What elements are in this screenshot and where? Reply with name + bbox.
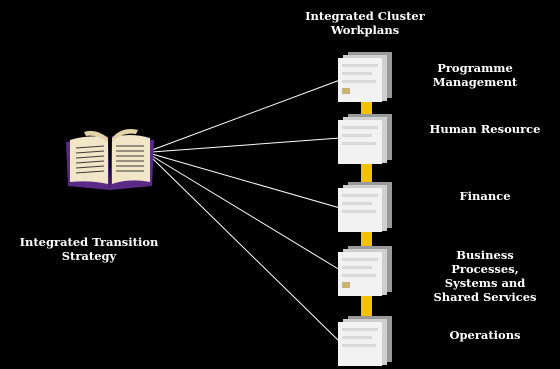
connector-line — [151, 157, 341, 343]
diagram-title-line: Workplans — [330, 23, 400, 37]
cluster-label-business-processes: Business Processes, Systems and Shared S… — [410, 248, 560, 304]
cluster-label-finance: Finance — [410, 189, 560, 203]
diagram-title-line: Integrated Cluster — [305, 9, 425, 23]
cluster-label-operations: Operations — [410, 328, 560, 342]
cluster-label-line: Business — [456, 248, 514, 262]
chain-connector — [361, 98, 372, 116]
document-stack-icon — [338, 246, 392, 296]
document-stack-icon — [338, 52, 392, 102]
chain-connector — [361, 162, 372, 182]
cluster-label-line: Systems and — [444, 276, 526, 290]
chain-connector — [361, 294, 372, 316]
cluster-label-line: Programme — [437, 61, 513, 75]
strategy-label-line: Integrated Transition — [19, 235, 159, 249]
cluster-label-line: Human Resource — [429, 122, 541, 136]
connector-line — [151, 79, 341, 151]
cluster-label-programme-management: Programme Management — [400, 61, 550, 89]
cluster-label-human-resource: Human Resource — [410, 122, 560, 136]
diagram-title: Integrated Cluster Workplans — [290, 9, 440, 37]
connector-line — [151, 153, 341, 209]
connector-line — [151, 137, 341, 153]
cluster-label-line: Operations — [449, 328, 521, 342]
connector-line — [151, 155, 341, 271]
strategy-label-line: Strategy — [61, 249, 117, 263]
open-book-icon — [66, 129, 154, 190]
cluster-label-line: Shared Services — [433, 290, 537, 304]
chain-connector — [361, 228, 372, 248]
document-stack-icon — [338, 182, 392, 232]
cluster-label-line: Management — [432, 75, 518, 89]
document-stack-icon — [338, 316, 392, 366]
cluster-label-line: Finance — [459, 189, 511, 203]
cluster-label-line: Processes, — [451, 262, 519, 276]
strategy-label: Integrated Transition Strategy — [4, 235, 174, 263]
document-stack-icon — [338, 114, 392, 164]
